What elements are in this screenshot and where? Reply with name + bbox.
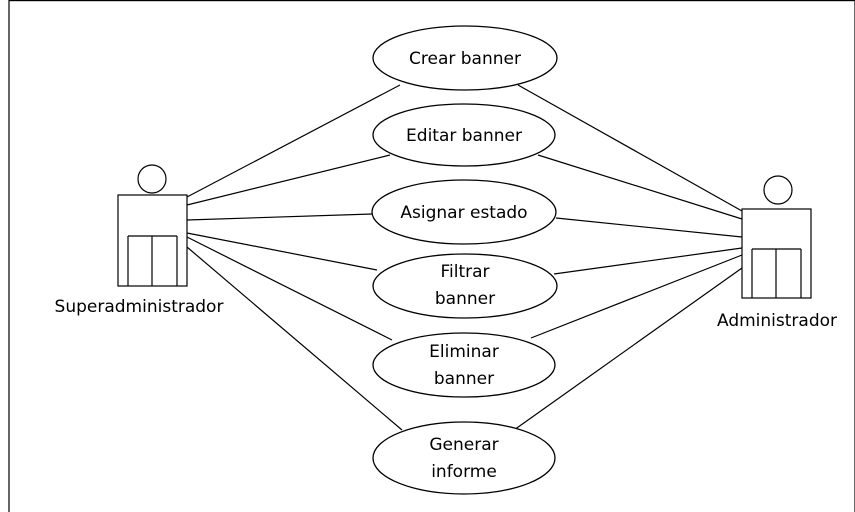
use-case-ellipse xyxy=(372,421,556,495)
assoc-admin-editar xyxy=(537,154,743,220)
use-case-ellipse xyxy=(372,25,558,91)
associations xyxy=(186,84,743,431)
use-case-ellipse xyxy=(371,179,557,245)
use-case-label-line2: banner xyxy=(434,369,494,389)
use-case-label-line1: Filtrar xyxy=(440,262,489,282)
use-case-generar-informe: Generar informe xyxy=(372,421,556,495)
assoc-superadmin-eliminar xyxy=(186,236,393,341)
use-case-label-line1: Eliminar xyxy=(429,342,499,362)
use-case-label: Crear banner xyxy=(409,49,521,69)
use-case-label: Asignar estado xyxy=(400,203,527,223)
actor-label-administrador: Administrador xyxy=(717,311,837,331)
use-case-editar-banner: Editar banner xyxy=(372,103,556,167)
use-case-label-line2: banner xyxy=(435,289,495,309)
assoc-superadmin-editar xyxy=(186,154,391,206)
actor-superadministrador: Superadministrador xyxy=(55,164,224,317)
assoc-admin-crear xyxy=(517,84,743,212)
assoc-superadmin-asignar xyxy=(186,213,373,221)
use-case-filtrar-banner: Filtrar banner xyxy=(372,253,558,319)
use-case-label-line2: informe xyxy=(431,462,497,482)
use-case-label-line1: Generar xyxy=(429,435,498,455)
assoc-superadmin-generar xyxy=(186,246,403,431)
use-case-eliminar-banner: Eliminar banner xyxy=(372,332,556,398)
use-case-label: Editar banner xyxy=(406,126,522,146)
assoc-admin-asignar xyxy=(555,217,743,238)
use-case-crear-banner: Crear banner xyxy=(372,25,558,91)
actor-administrador: Administrador xyxy=(717,175,837,331)
assoc-superadmin-filtrar xyxy=(186,232,378,271)
actor-head xyxy=(763,175,793,205)
assoc-admin-generar xyxy=(513,267,743,431)
use-case-ellipse xyxy=(372,103,556,167)
use-case-asignar-estado: Asignar estado xyxy=(371,179,557,245)
actor-head xyxy=(137,164,167,194)
actor-label-superadministrador: Superadministrador xyxy=(55,297,224,317)
assoc-superadmin-crear xyxy=(186,84,401,198)
assoc-admin-filtrar xyxy=(553,247,743,275)
use-case-ellipse xyxy=(372,253,558,319)
assoc-admin-eliminar xyxy=(530,254,743,339)
use-case-ellipse xyxy=(372,332,556,398)
